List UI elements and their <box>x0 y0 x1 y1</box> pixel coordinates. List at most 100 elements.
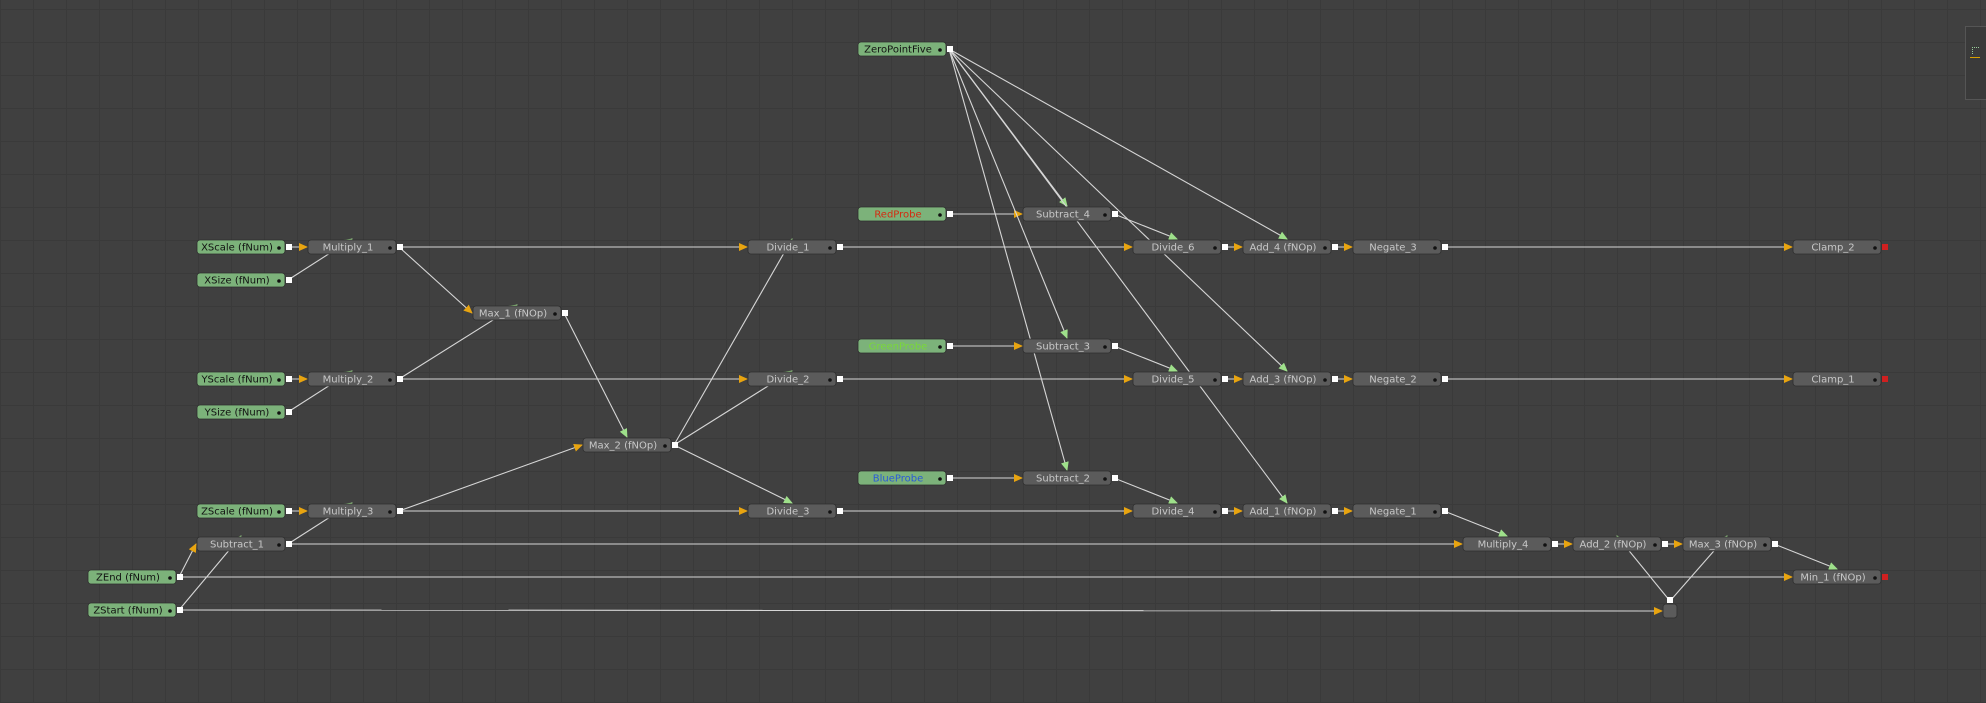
node-body[interactable] <box>1462 536 1552 552</box>
output-port[interactable] <box>286 244 292 250</box>
output-port[interactable] <box>1222 376 1228 382</box>
node-body[interactable] <box>857 470 947 486</box>
output-port[interactable] <box>286 409 292 415</box>
node-body[interactable] <box>1792 569 1882 585</box>
output-port[interactable] <box>672 442 678 448</box>
connection-multiply1-to-max1[interactable] <box>398 246 473 314</box>
node-divide5[interactable]: Divide_5 <box>1132 371 1228 387</box>
connection-multiply3-to-max2[interactable] <box>398 443 583 512</box>
node-body[interactable] <box>1242 371 1332 387</box>
node-body[interactable] <box>307 239 397 255</box>
node-xsize[interactable]: XSize (fNum) <box>196 272 292 288</box>
node-body[interactable] <box>1352 239 1442 255</box>
output-port[interactable] <box>1772 541 1778 547</box>
output-port[interactable] <box>1882 244 1888 250</box>
node-ysize[interactable]: YSize (fNum) <box>196 404 292 420</box>
node-body[interactable] <box>307 503 397 519</box>
output-port[interactable] <box>286 277 292 283</box>
node-body[interactable] <box>582 437 672 453</box>
node-body[interactable] <box>1022 206 1112 222</box>
node-body[interactable] <box>1242 503 1332 519</box>
output-port[interactable] <box>1662 541 1668 547</box>
node-body[interactable] <box>1022 338 1112 354</box>
output-port[interactable] <box>177 574 183 580</box>
node-blueprobe[interactable]: BlueProbe <box>857 470 953 486</box>
connection-zeropointfive-to-add4[interactable] <box>948 48 1288 240</box>
node-subtract1[interactable]: Subtract_1 <box>196 536 292 552</box>
node-negate3[interactable]: Negate_3 <box>1352 239 1448 255</box>
node-body[interactable] <box>1572 536 1662 552</box>
node-body[interactable] <box>747 503 837 519</box>
node-subtract2[interactable]: Subtract_2 <box>1022 470 1118 486</box>
connection-max1-to-max2[interactable] <box>563 312 628 438</box>
node-body[interactable] <box>87 569 177 585</box>
node-body[interactable] <box>747 239 837 255</box>
node-divide3[interactable]: Divide_3 <box>747 503 843 519</box>
node-body[interactable] <box>857 41 947 57</box>
node-body[interactable] <box>196 272 286 288</box>
output-port[interactable] <box>1882 574 1888 580</box>
node-min1[interactable]: Min_1 (fNOp) <box>1792 569 1888 585</box>
node-xscale[interactable]: XScale (fNum) <box>196 239 292 255</box>
output-port[interactable] <box>286 508 292 514</box>
node-clamp2[interactable]: Clamp_2 <box>1792 239 1888 255</box>
node-body[interactable] <box>196 371 286 387</box>
node-max1[interactable]: Max_1 (fNOp) <box>472 305 568 321</box>
output-port[interactable] <box>286 376 292 382</box>
output-port[interactable] <box>837 376 843 382</box>
node-body[interactable] <box>87 602 177 618</box>
output-port[interactable] <box>397 508 403 514</box>
output-port[interactable] <box>1882 376 1888 382</box>
connection-max2-to-divide3[interactable] <box>673 444 793 504</box>
node-divide6[interactable]: Divide_6 <box>1132 239 1228 255</box>
node-body[interactable] <box>196 404 286 420</box>
node-divide1[interactable]: Divide_1 <box>747 239 843 255</box>
node-yscale[interactable]: YScale (fNum) <box>196 371 292 387</box>
connection-zeropointfive-to-subtract2[interactable] <box>948 48 1069 471</box>
node-multiply4[interactable]: Multiply_4 <box>1462 536 1558 552</box>
connection-subtract4-to-divide6[interactable] <box>1113 213 1178 240</box>
node-body[interactable] <box>857 206 947 222</box>
node-zscale[interactable]: ZScale (fNum) <box>196 503 292 519</box>
flow-nodes[interactable]: XScale (fNum) XSize (fNum) YScale (fNum) YS… <box>87 41 1888 619</box>
node-divide2[interactable]: Divide_2 <box>747 371 843 387</box>
output-port[interactable] <box>947 475 953 481</box>
node-body[interactable] <box>1792 239 1882 255</box>
node-body[interactable] <box>196 503 286 519</box>
node-body[interactable] <box>196 239 286 255</box>
output-port[interactable] <box>1552 541 1558 547</box>
node-body[interactable] <box>1132 503 1222 519</box>
output-port[interactable] <box>1222 244 1228 250</box>
connection-zstart-to-pipe_router[interactable] <box>178 606 1663 615</box>
output-port[interactable] <box>837 244 843 250</box>
node-add2[interactable]: Add_2 (fNOp) <box>1572 536 1668 552</box>
output-port[interactable] <box>947 343 953 349</box>
output-port[interactable] <box>837 508 843 514</box>
node-zstart[interactable]: ZStart (fNum) <box>87 602 183 618</box>
node-divide4[interactable]: Divide_4 <box>1132 503 1228 519</box>
connection-zeropointfive-to-subtract3[interactable] <box>948 48 1068 339</box>
node-subtract3[interactable]: Subtract_3 <box>1022 338 1118 354</box>
output-port[interactable] <box>1112 475 1118 481</box>
node-body[interactable] <box>196 536 286 552</box>
connection-max3-to-min1[interactable] <box>1773 543 1838 570</box>
node-negate2[interactable]: Negate_2 <box>1352 371 1448 387</box>
node-add1[interactable]: Add_1 (fNOp) <box>1242 503 1338 519</box>
output-port[interactable] <box>1332 244 1338 250</box>
node-greenprobe[interactable]: GreenProbe <box>857 338 953 354</box>
node-multiply2[interactable]: Multiply_2 <box>307 371 403 387</box>
node-body[interactable] <box>1792 371 1882 387</box>
node-body[interactable] <box>1132 239 1222 255</box>
output-port[interactable] <box>1332 508 1338 514</box>
output-port[interactable] <box>177 607 183 613</box>
node-body[interactable] <box>1352 503 1442 519</box>
node-redprobe[interactable]: RedProbe <box>857 206 953 222</box>
output-port[interactable] <box>562 310 568 316</box>
node-max3[interactable]: Max_3 (fNOp) <box>1682 536 1778 552</box>
output-port[interactable] <box>1442 508 1448 514</box>
connection-max2-to-divide1[interactable] <box>673 238 793 446</box>
node-body[interactable] <box>1242 239 1332 255</box>
node-body[interactable] <box>1022 470 1112 486</box>
node-multiply3[interactable]: Multiply_3 <box>307 503 403 519</box>
